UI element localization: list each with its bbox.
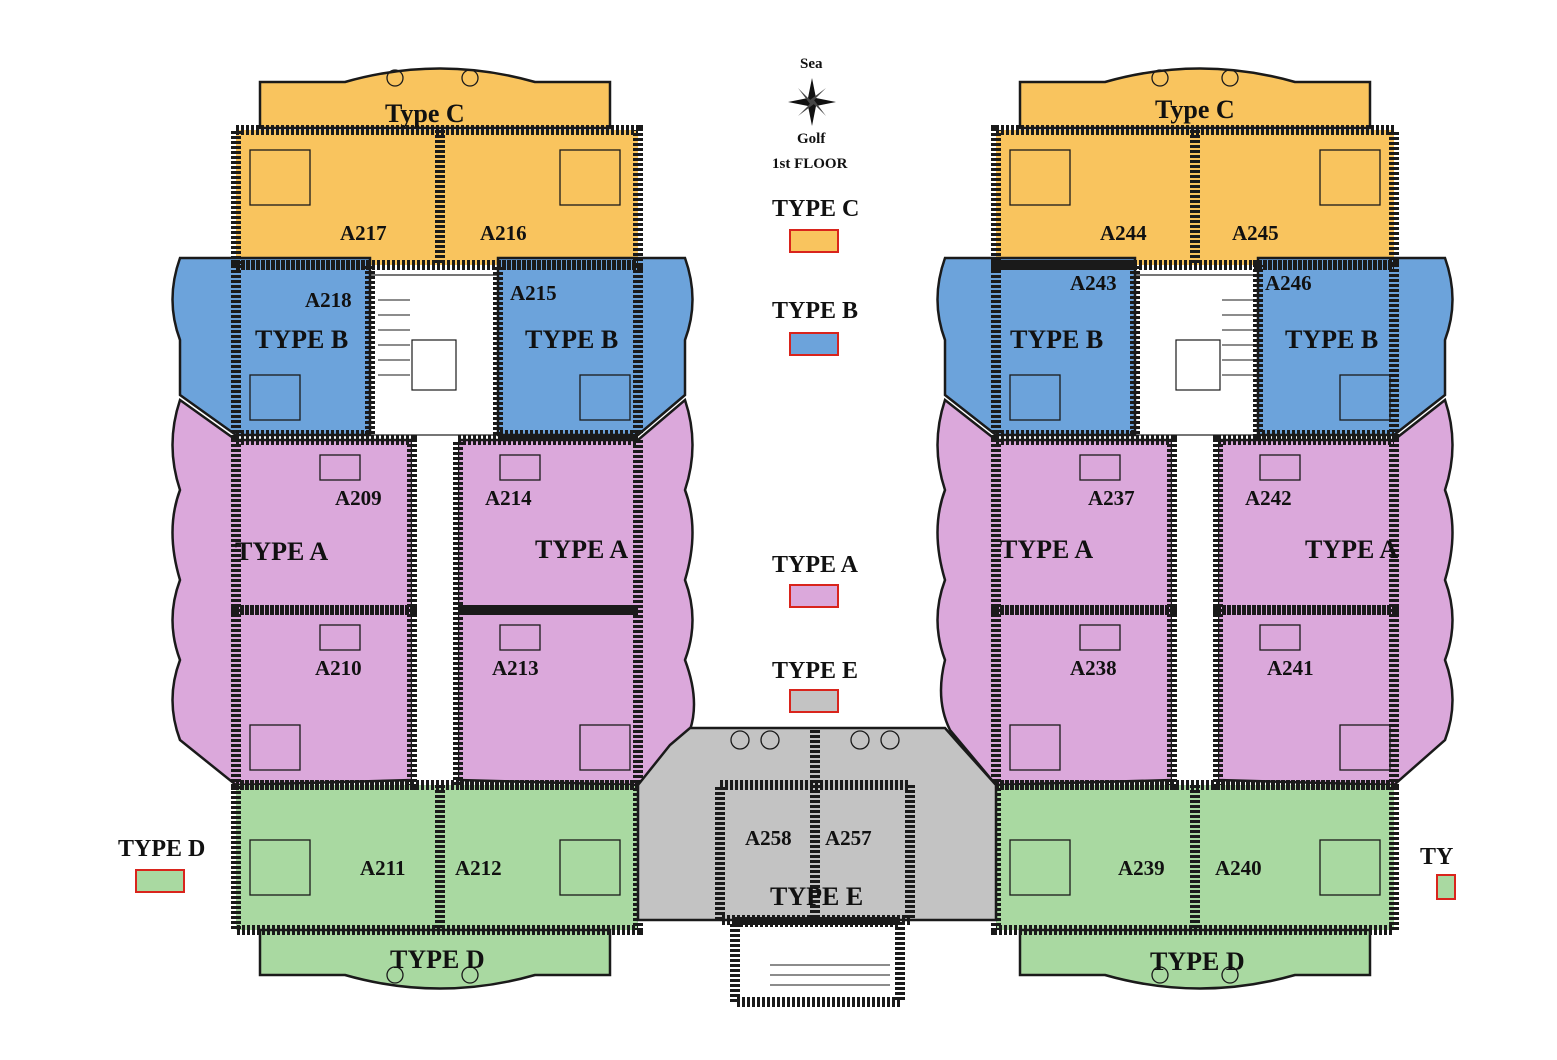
right-type-b-zone-east xyxy=(1256,256,1454,437)
zone-label-left-type-a-1: TYPE A xyxy=(235,537,328,566)
legend-swatch-type-d-right xyxy=(1436,874,1456,900)
legend-label-type-d: TYPE D xyxy=(118,836,205,862)
right-type-b-wall-e xyxy=(1253,260,1399,440)
unit-a217: A217 xyxy=(340,221,387,245)
compass-rose-icon xyxy=(788,78,836,126)
unit-a210: A210 xyxy=(315,656,362,680)
unit-a240: A240 xyxy=(1215,856,1262,880)
right-type-a-wall-e1 xyxy=(1213,435,1399,615)
left-type-a-zone-west xyxy=(171,397,414,787)
zone-label-left-type-b-2: TYPE B xyxy=(525,325,618,354)
unit-a257: A257 xyxy=(825,826,872,850)
right-type-a-wall-w2 xyxy=(991,605,1177,790)
right-type-a-wall-e2 xyxy=(1213,605,1399,790)
right-type-d-balcony xyxy=(1018,928,1372,990)
left-elevator xyxy=(411,339,457,391)
zone-label-right-type-a-2: TYPE A xyxy=(1305,535,1398,564)
right-wing xyxy=(936,67,1454,990)
right-type-a-zone-east xyxy=(1216,397,1454,787)
legend-label-type-e: TYPE E xyxy=(772,658,858,684)
zone-label-left-type-b-1: TYPE B xyxy=(255,325,348,354)
unit-a243: A243 xyxy=(1070,271,1117,295)
center-stair-block xyxy=(730,917,905,1007)
unit-a212: A212 xyxy=(455,856,502,880)
unit-a215: A215 xyxy=(510,281,557,305)
zone-label-right-type-d: TYPE D xyxy=(1150,947,1245,976)
legend-label-type-c: TYPE C xyxy=(772,196,859,222)
legend-label-type-d-right: TY xyxy=(1420,844,1453,870)
legend-swatch-type-a xyxy=(789,584,839,608)
unit-a239: A239 xyxy=(1118,856,1165,880)
left-type-a-zone-east xyxy=(456,397,696,787)
unit-a211: A211 xyxy=(360,856,406,880)
zone-labels: Type C Type C TYPE B TYPE B TYPE B TYPE … xyxy=(235,95,1398,976)
left-wing xyxy=(171,67,696,990)
compass-north-label: Sea xyxy=(800,56,823,72)
zone-label-right-type-b-2: TYPE B xyxy=(1285,325,1378,354)
unit-labels: A217 A216 A218 A215 A209 A214 A210 A213 … xyxy=(305,221,1314,880)
unit-a218: A218 xyxy=(305,288,352,312)
zone-label-left-type-d: TYPE D xyxy=(390,945,485,974)
zone-label-left-type-a-2: TYPE A xyxy=(535,535,628,564)
zone-label-right-type-b-1: TYPE B xyxy=(1010,325,1103,354)
left-type-b-zone-east xyxy=(496,256,694,437)
compass-south-label: Golf xyxy=(797,131,826,147)
legend-label-type-a: TYPE A xyxy=(772,552,859,578)
legend-label-type-b: TYPE B xyxy=(772,298,858,324)
unit-a246: A246 xyxy=(1265,271,1312,295)
legend-swatch-type-b xyxy=(789,332,839,356)
compass: Sea Golf 1st FLOOR xyxy=(772,56,848,172)
unit-a242: A242 xyxy=(1245,486,1292,510)
unit-a238: A238 xyxy=(1070,656,1117,680)
right-elevator xyxy=(1175,339,1221,391)
legend: TYPE C TYPE B TYPE A TYPE E TYPE D TY xyxy=(118,196,1456,900)
zone-label-left-type-c: Type C xyxy=(385,99,465,128)
legend-swatch-type-c xyxy=(789,229,839,253)
left-type-a-wall-w1 xyxy=(231,435,417,615)
unit-a245: A245 xyxy=(1232,221,1279,245)
center-link xyxy=(636,726,998,1007)
unit-a237: A237 xyxy=(1088,486,1135,510)
left-type-c-balcony xyxy=(258,67,612,130)
right-type-d-wall xyxy=(991,780,1399,935)
unit-a216: A216 xyxy=(480,221,527,245)
unit-a214: A214 xyxy=(485,486,532,510)
left-corridor xyxy=(412,265,458,780)
right-type-a-wall-w1 xyxy=(991,435,1177,615)
unit-a241: A241 xyxy=(1267,656,1314,680)
right-type-c-wall xyxy=(991,125,1399,270)
unit-a213: A213 xyxy=(492,656,539,680)
right-type-c-balcony xyxy=(1018,67,1372,130)
zone-label-right-type-c: Type C xyxy=(1155,95,1235,124)
left-type-a-wall-w2 xyxy=(231,605,417,790)
zone-label-center-type-e: TYPE E xyxy=(770,882,863,911)
left-type-d-balcony xyxy=(258,928,612,990)
zone-label-right-type-a-1: TYPE A xyxy=(1000,535,1093,564)
legend-swatch-type-e xyxy=(789,689,839,713)
legend-swatch-type-d xyxy=(135,869,185,893)
right-corridor xyxy=(1172,265,1218,780)
furniture xyxy=(249,69,1391,986)
unit-a258: A258 xyxy=(745,826,792,850)
floor-label: 1st FLOOR xyxy=(772,156,848,172)
unit-a244: A244 xyxy=(1100,221,1147,245)
right-type-b-wall-w xyxy=(991,260,1140,440)
unit-a209: A209 xyxy=(335,486,382,510)
right-type-a-zone-west xyxy=(936,397,1174,787)
